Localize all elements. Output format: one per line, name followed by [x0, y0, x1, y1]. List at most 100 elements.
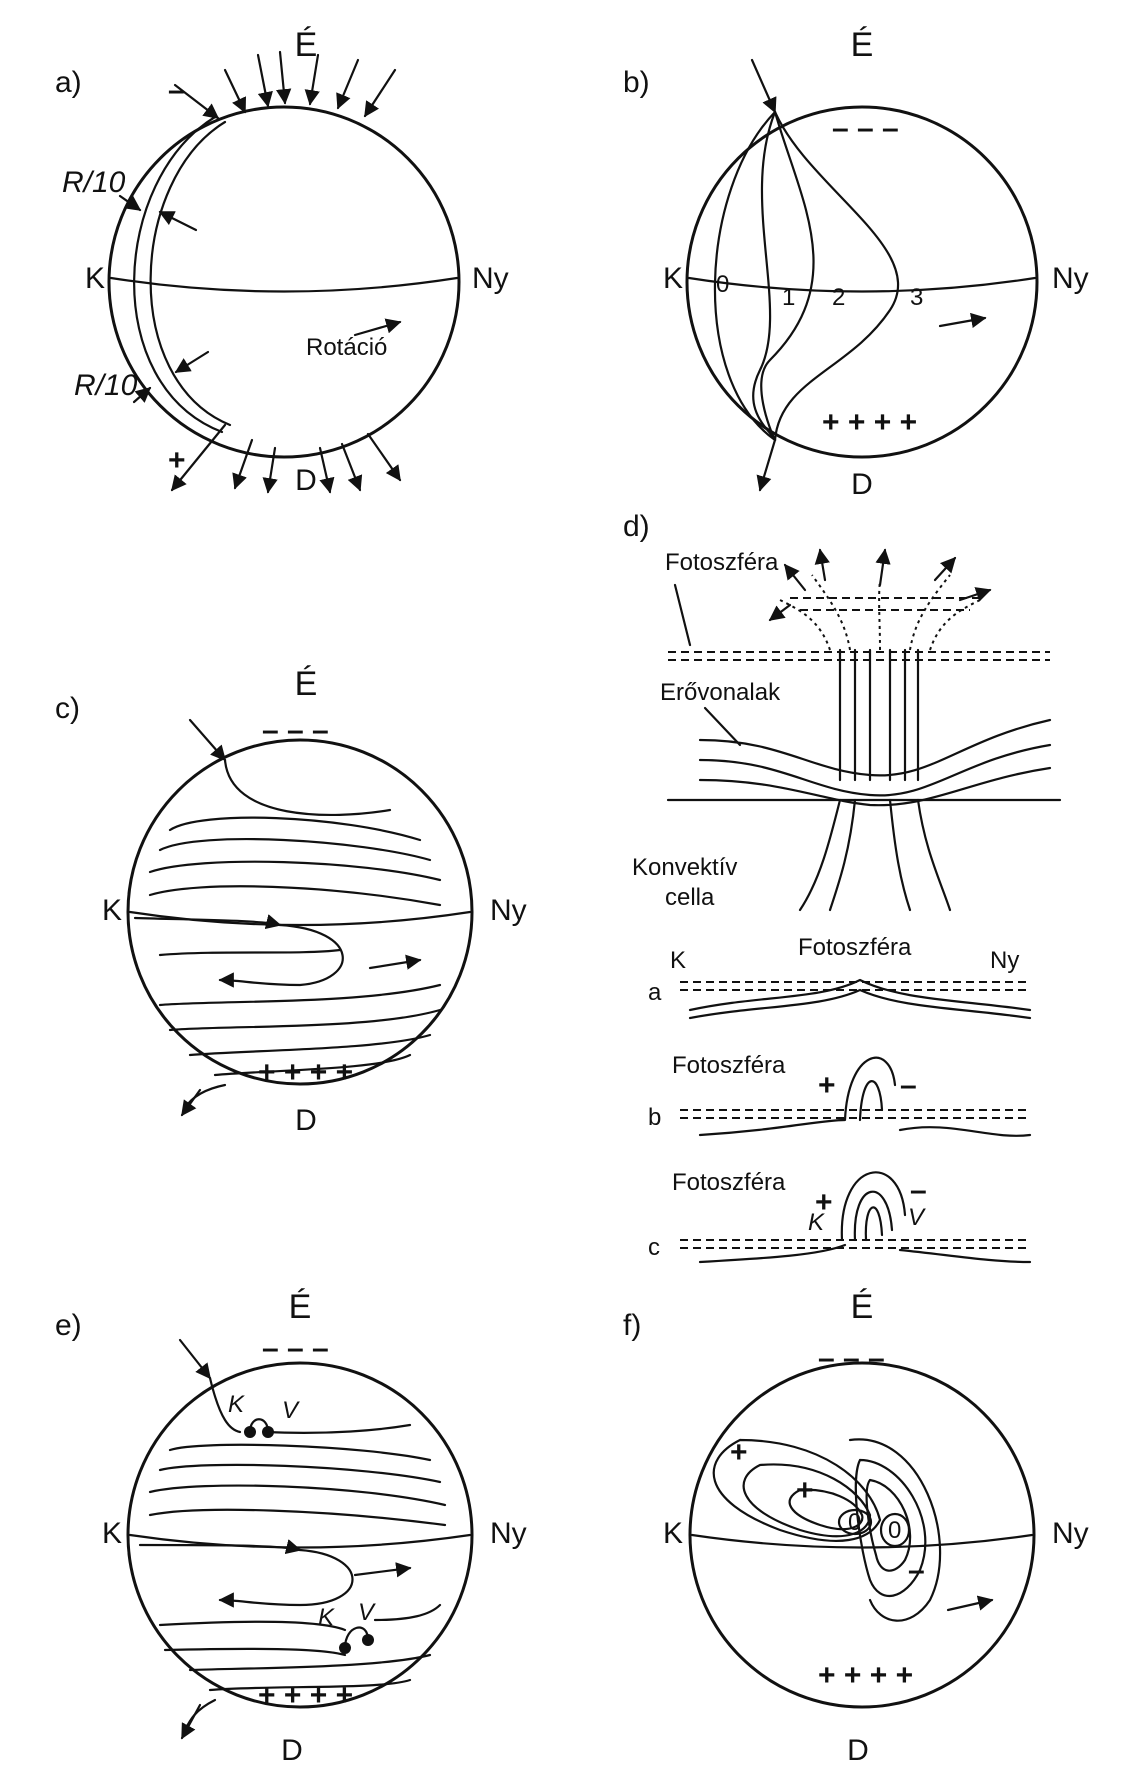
- panel-b-north: É: [851, 26, 874, 64]
- panel-f-contours: [712, 1438, 942, 1622]
- panel-f-west: Ny: [1052, 1517, 1089, 1550]
- panel-a-plus: +: [168, 444, 186, 477]
- panel-f-m1: –: [908, 1554, 925, 1587]
- panel-c: c) É D K Ny – – – + + + +: [55, 665, 527, 1137]
- panel-a-rotation: Rotáció: [306, 334, 387, 361]
- panel-a-label: a): [55, 66, 82, 99]
- panel-d-label: d): [623, 510, 650, 543]
- panel-b-line-0: [713, 110, 777, 442]
- panel-a-south-arrows: [170, 423, 402, 494]
- panel-a-north: É: [295, 26, 318, 64]
- panel-d-sub-c-k: K: [808, 1209, 825, 1236]
- panel-c-plus: + + + +: [258, 1056, 353, 1089]
- panel-d-sub-c-minus: –: [910, 1174, 927, 1207]
- panel-a-tube-inner: [133, 115, 224, 434]
- panel-e-loop-2: [343, 1626, 370, 1650]
- panel-c-south: D: [295, 1104, 317, 1137]
- panel-d: d) Fotoszféra Erővonalak: [623, 510, 1062, 1264]
- panel-e-minus: – – –: [262, 1332, 329, 1365]
- panel-d-sub-a-k: K: [670, 947, 686, 974]
- panel-b-minus: – – –: [832, 112, 899, 145]
- panel-d-cella: cella: [665, 884, 715, 911]
- panel-e-v1: V: [282, 1397, 300, 1424]
- panel-a-equator: [109, 276, 459, 293]
- panel-f: f) É D K Ny – – – + + + + + + – 0 0: [623, 1288, 1089, 1767]
- panel-e-v2: V: [358, 1599, 376, 1626]
- panel-d-sub-c-label: c: [648, 1234, 660, 1261]
- panel-d-konvektiv: Konvektív: [632, 854, 737, 881]
- panel-d-sub-c-v: V: [908, 1204, 926, 1231]
- panel-f-east: K: [663, 1517, 683, 1550]
- panel-d-dotted-field: [779, 574, 981, 651]
- panel-d-sub-b: b Fotoszféra + –: [648, 1052, 1032, 1137]
- panel-d-ero-pointer: [703, 706, 742, 747]
- panel-d-foto-pointer: [673, 583, 692, 647]
- panel-d-arrows-up: [768, 548, 992, 622]
- panel-b-equator: [687, 276, 1037, 293]
- panel-c-west: Ny: [490, 894, 527, 927]
- panel-f-p1: +: [730, 1436, 748, 1469]
- panel-f-z1: 0: [848, 1509, 861, 1536]
- panel-e-label: e): [55, 1309, 82, 1342]
- panel-e-west: Ny: [490, 1517, 527, 1550]
- panel-f-z2: 0: [888, 1517, 901, 1544]
- panel-a-north-arrows: [173, 50, 397, 120]
- panel-c-east: K: [102, 894, 122, 927]
- panel-f-label: f): [623, 1309, 641, 1342]
- panel-b-plus: + + + +: [822, 406, 917, 439]
- panel-b: b) É D K Ny 0 1 2 3 – – – + + + +: [623, 26, 1089, 501]
- panel-e: e) É D K Ny K: [55, 1288, 527, 1767]
- panel-d-sub-b-minus: –: [900, 1069, 917, 1102]
- panel-a-r-top: R/10: [62, 166, 126, 199]
- panel-a: a) É D K Ny R/10 R/1: [55, 26, 509, 497]
- panel-d-fotoszfera: Fotoszféra: [665, 549, 779, 576]
- panel-e-k1: K: [228, 1391, 245, 1418]
- panel-e-loop-1: [248, 1418, 270, 1434]
- panel-e-sphere: [126, 1361, 474, 1709]
- panel-a-west: Ny: [472, 262, 509, 295]
- panel-b-n3: 3: [910, 284, 923, 311]
- panel-d-sub-a-label: a: [648, 979, 662, 1006]
- panel-c-minus: – – –: [262, 714, 329, 747]
- panel-b-label: b): [623, 66, 650, 99]
- panel-f-plus: + + + +: [818, 1659, 913, 1692]
- panel-c-field-lines: [133, 758, 442, 1110]
- panel-d-sub-c-foto: Fotoszféra: [672, 1169, 786, 1196]
- panel-a-sphere: [107, 105, 461, 459]
- panel-a-r-bottom: R/10: [74, 369, 138, 402]
- panel-b-n0: 0: [716, 271, 729, 298]
- panel-a-east: K: [85, 262, 105, 295]
- panel-e-plus: + + + +: [258, 1679, 353, 1712]
- panel-e-east: K: [102, 1517, 122, 1550]
- panel-f-north: É: [851, 1288, 874, 1326]
- panel-b-east: K: [663, 262, 683, 295]
- panel-d-sub-a: a K Ny Fotoszféra: [648, 934, 1032, 1020]
- panel-b-n1: 1: [782, 284, 795, 311]
- panel-d-flux-tube: [666, 648, 1062, 912]
- panel-a-south: D: [295, 464, 317, 497]
- panel-e-north: É: [289, 1288, 312, 1326]
- panel-f-south: D: [847, 1734, 869, 1767]
- panel-a-tube-outer: [149, 120, 232, 427]
- panel-b-west: Ny: [1052, 262, 1089, 295]
- panel-f-sphere: [688, 1361, 1036, 1709]
- panel-c-north: É: [295, 665, 318, 703]
- panel-d-sub-a-ny: Ny: [990, 947, 1019, 974]
- panel-c-sphere: [126, 738, 474, 1086]
- panel-f-minus: – – –: [818, 1342, 885, 1375]
- panel-d-sub-c-plus: +: [815, 1186, 833, 1219]
- panel-d-sub-b-plus: +: [818, 1069, 836, 1102]
- panel-d-erovonalak: Erővonalak: [660, 679, 781, 706]
- panel-b-line-2: [760, 110, 815, 442]
- panel-c-label: c): [55, 692, 80, 725]
- panel-b-south: D: [851, 468, 873, 501]
- panel-b-line-3: [773, 110, 899, 442]
- panel-d-sub-a-foto: Fotoszféra: [798, 934, 912, 961]
- panel-a-minus: –: [168, 74, 185, 107]
- panel-d-sub-b-foto: Fotoszféra: [672, 1052, 786, 1079]
- panel-d-sub-c: c Fotoszféra K V + –: [648, 1169, 1032, 1264]
- panel-e-south: D: [281, 1734, 303, 1767]
- panel-b-n2: 2: [832, 284, 845, 311]
